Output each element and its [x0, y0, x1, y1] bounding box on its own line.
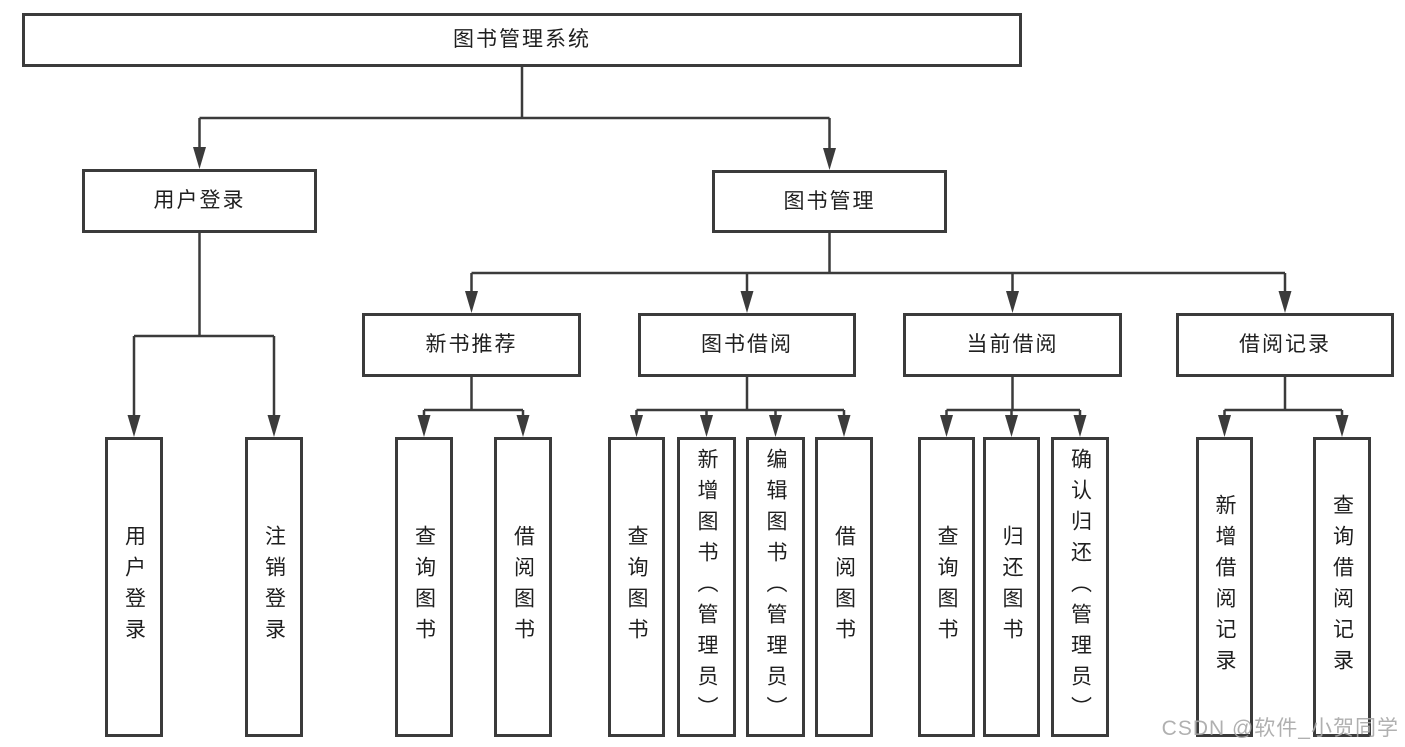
connector-borrowing-records [1223, 377, 1344, 430]
node-library-management-system: 图书管理系统 [22, 13, 1022, 67]
arrowhead [193, 147, 206, 169]
node-borrowing-records: 借阅记录 [1176, 313, 1394, 377]
leaf-borrowing-edit-books-admin: 编辑图书（管理员） [746, 437, 805, 737]
leaf-label: 用户登录 [122, 525, 146, 649]
leaf-records-add-record: 新增借阅记录 [1196, 437, 1253, 737]
leaf-current-return-books: 归还图书 [983, 437, 1040, 737]
node-new-book-recommendation: 新书推荐 [362, 313, 581, 377]
connector-root [198, 67, 831, 161]
node-book-management: 图书管理 [712, 170, 947, 233]
leaf-label: 查询借阅记录 [1330, 494, 1354, 680]
leaf-recommend-borrow-books: 借阅图书 [494, 437, 552, 737]
arrowhead [740, 291, 754, 313]
arrowhead [1073, 415, 1087, 437]
arrowhead [630, 415, 643, 437]
arrowhead [769, 415, 782, 437]
arrowhead [700, 415, 713, 437]
arrowhead [1335, 415, 1349, 437]
arrowhead [1006, 291, 1019, 313]
arrowhead [823, 148, 836, 170]
leaf-label: 编辑图书（管理员） [764, 447, 787, 727]
node-current-borrowing: 当前借阅 [903, 313, 1122, 377]
connector-current-borrowing [945, 377, 1082, 430]
leaf-logout: 注销登录 [245, 437, 303, 737]
leaf-label: 查询图书 [412, 525, 436, 649]
arrowhead [417, 415, 431, 437]
node-book-borrowing: 图书借阅 [638, 313, 856, 377]
leaf-user-login: 用户登录 [105, 437, 163, 737]
leaf-recommend-query-books: 查询图书 [395, 437, 453, 737]
arrowhead [465, 291, 478, 313]
arrowhead [837, 415, 851, 437]
leaf-label: 注销登录 [262, 525, 286, 649]
connector-new-book [422, 377, 525, 430]
arrowhead [267, 415, 281, 437]
leaf-label: 借阅图书 [832, 525, 856, 649]
arrowhead [127, 415, 141, 437]
connector-book-borrowing [635, 377, 846, 430]
leaf-label: 借阅图书 [511, 525, 535, 649]
arrowhead [516, 415, 530, 437]
leaf-current-confirm-return-admin: 确认归还（管理员） [1051, 437, 1109, 737]
leaf-label: 查询图书 [625, 525, 648, 649]
arrowhead [940, 415, 953, 437]
leaf-current-query-books: 查询图书 [918, 437, 975, 737]
connector-book-management [470, 233, 1287, 304]
arrowhead [1218, 415, 1231, 437]
arrowhead [1278, 291, 1292, 313]
leaf-borrowing-add-books-admin: 新增图书（管理员） [677, 437, 736, 737]
leaf-records-query-record: 查询借阅记录 [1313, 437, 1371, 737]
leaf-label: 查询图书 [935, 525, 958, 649]
leaf-borrowing-borrow-books: 借阅图书 [815, 437, 873, 737]
leaf-borrowing-query-books: 查询图书 [608, 437, 665, 737]
leaf-label: 新增图书（管理员） [695, 447, 718, 727]
arrowhead [1005, 415, 1018, 437]
leaf-label: 新增借阅记录 [1213, 494, 1236, 680]
leaf-label: 归还图书 [1000, 525, 1023, 649]
csdn-watermark: CSDN @软件_小贺同学 [1161, 717, 1399, 740]
node-user-login: 用户登录 [82, 169, 317, 233]
leaf-label: 确认归还（管理员） [1068, 447, 1092, 727]
connector-user-login [132, 233, 276, 428]
